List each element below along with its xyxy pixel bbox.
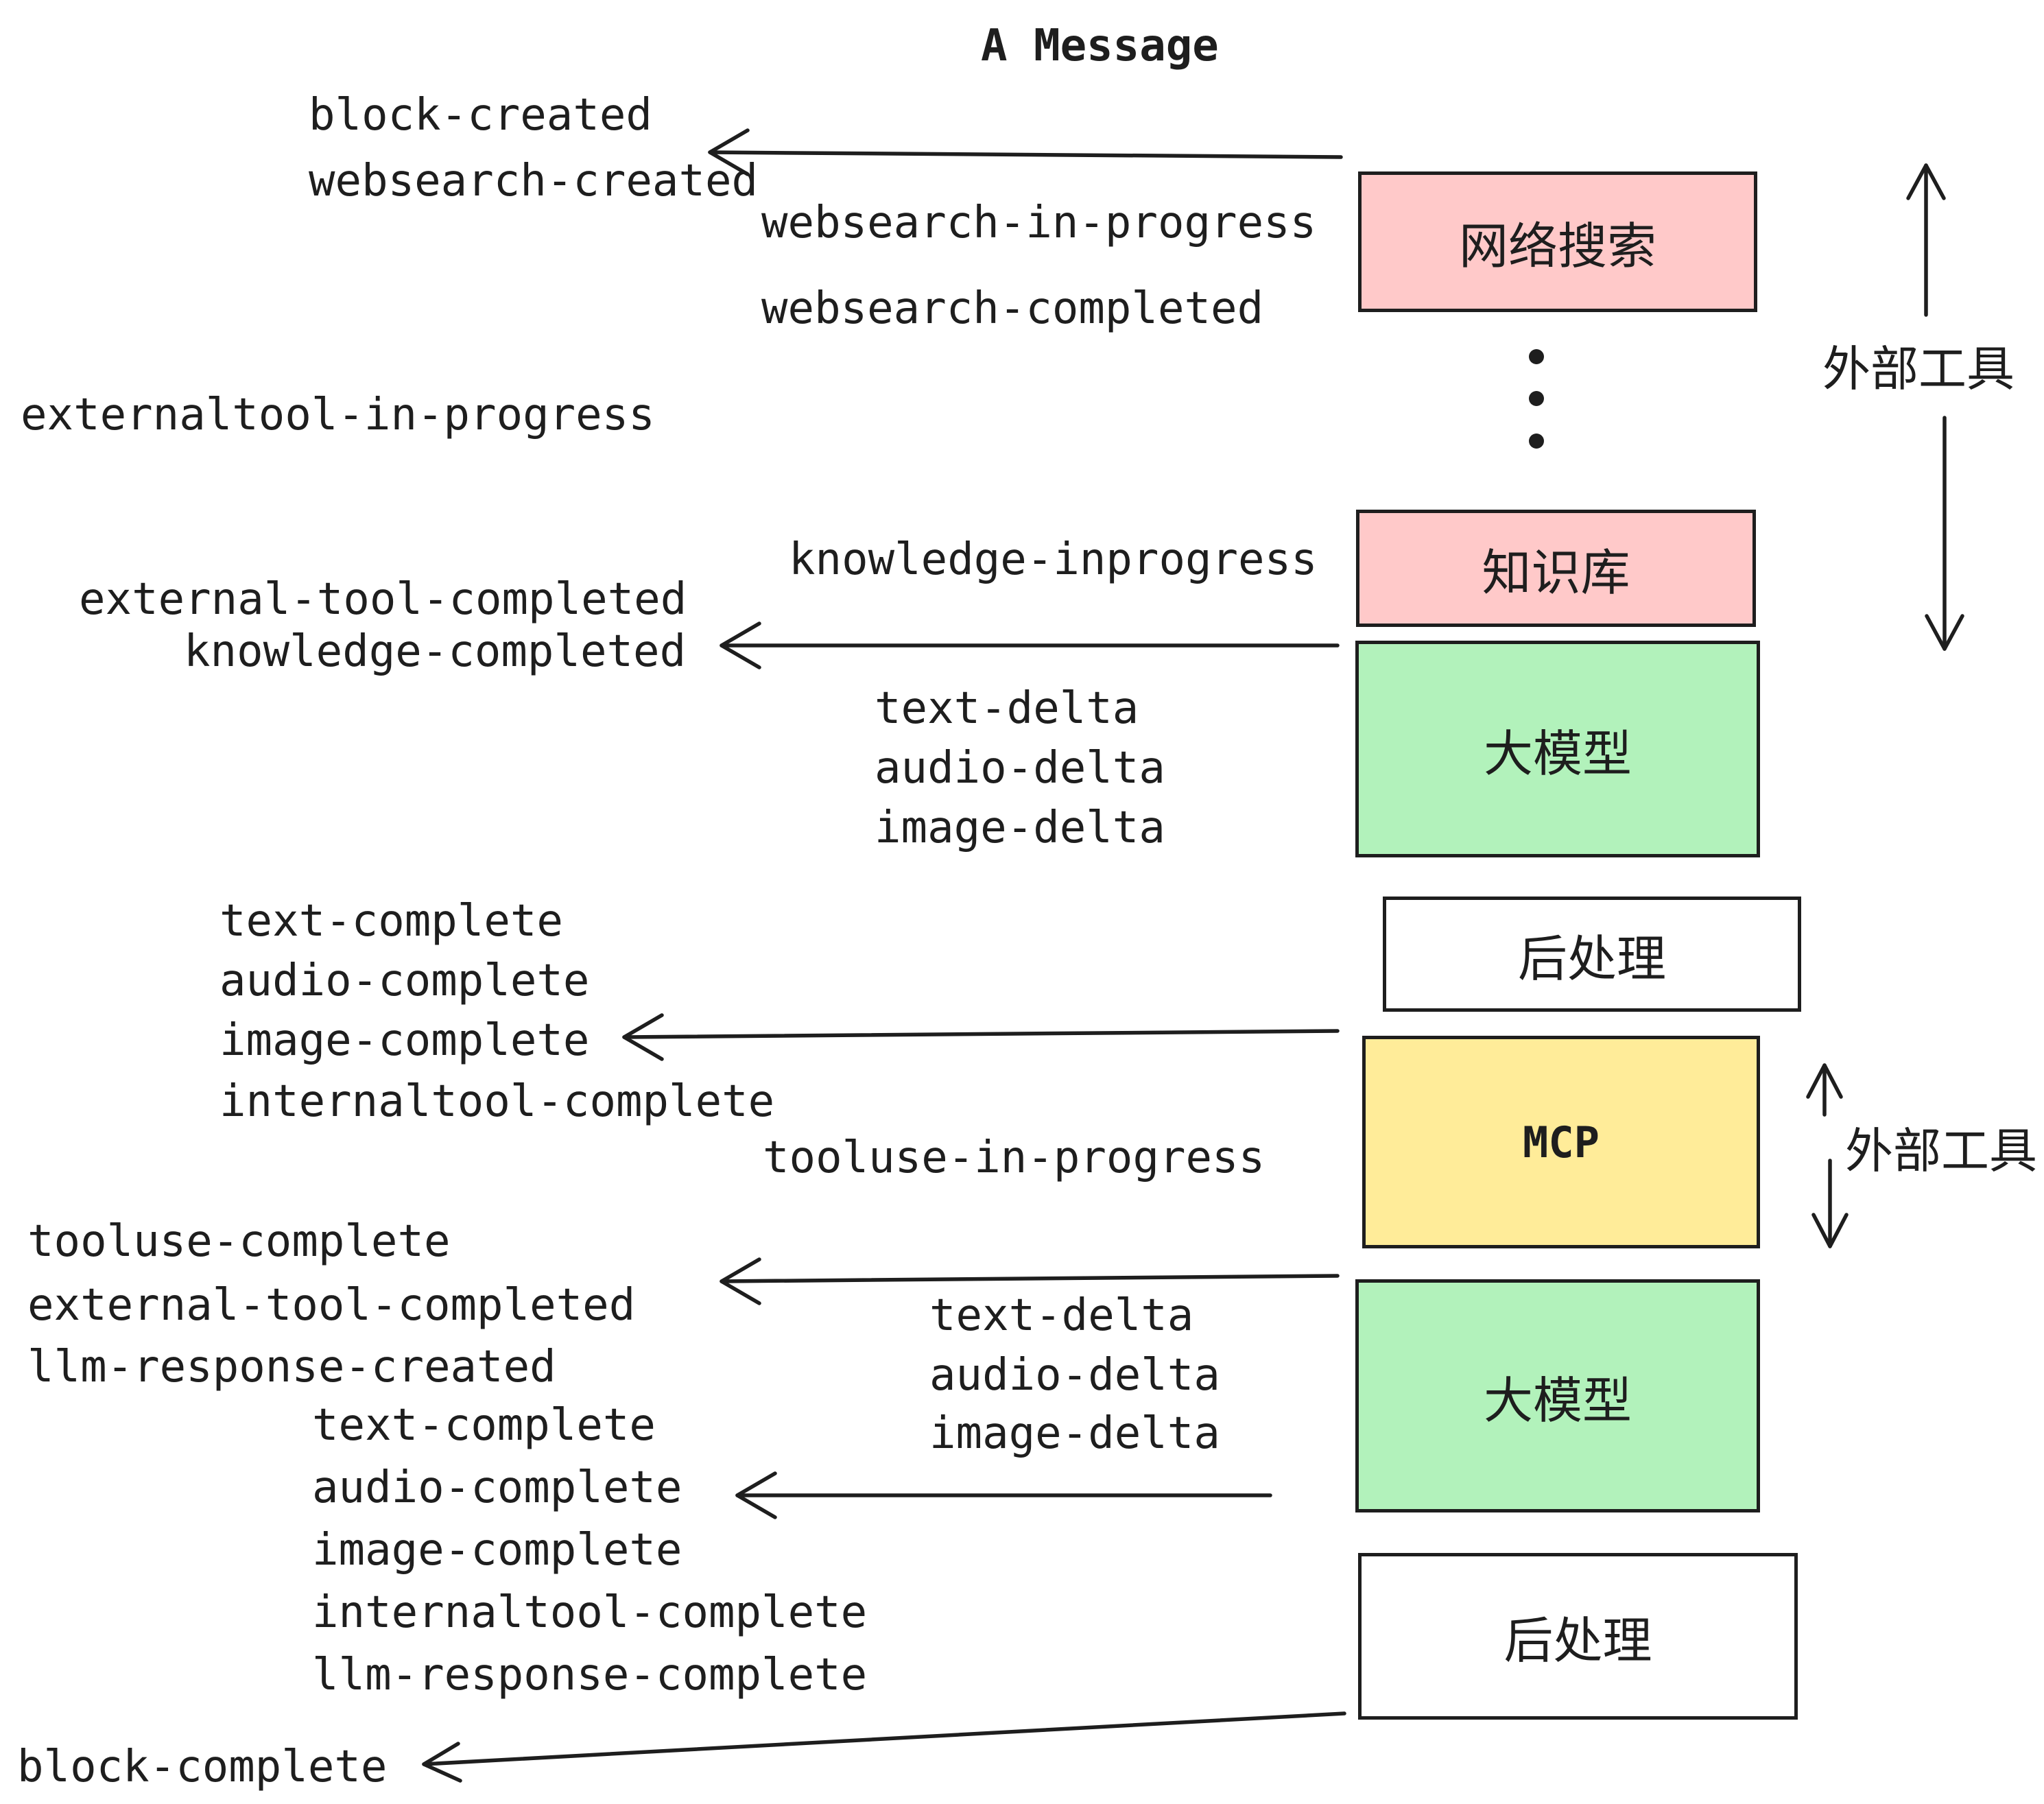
arrow-audio-complete — [735, 1471, 1272, 1519]
event-label-text-delta: text-delta — [875, 683, 1139, 734]
arrow-external-tools-down — [1925, 416, 1964, 651]
diagram-title: A Message — [981, 21, 1219, 71]
event-label-audio-complete: audio-complete — [219, 956, 590, 1006]
box-post-process-2-label: 后处理 — [1504, 1614, 1652, 1669]
event-label-llm-response-complete: llm-response-complete — [312, 1650, 868, 1700]
event-label-image-delta: image-delta — [875, 803, 1165, 853]
box-llm-1-label: 大模型 — [1483, 726, 1632, 782]
event-label-block-complete: block-complete — [17, 1742, 388, 1792]
event-label-image-complete-2: image-complete — [312, 1525, 682, 1576]
event-label-knowledge-completed: knowledge-completed — [184, 626, 687, 677]
event-label-externaltool-in-progress: externaltool-in-progress — [21, 390, 655, 440]
box-post-process-2: 后处理 — [1358, 1553, 1798, 1720]
event-label-image-complete: image-complete — [219, 1015, 590, 1066]
event-label-tooluse-in-progress: tooluse-in-progress — [763, 1132, 1265, 1183]
arrow-mcp-external-down — [1811, 1159, 1849, 1248]
event-label-websearch-completed: websearch-completed — [761, 283, 1264, 334]
event-label-audio-complete-2: audio-complete — [312, 1462, 682, 1513]
external-tools-label-mcp: 外部工具 — [1845, 1124, 2037, 1178]
event-label-text-complete: text-complete — [219, 896, 563, 947]
event-label-text-delta-2: text-delta — [929, 1290, 1194, 1341]
event-label-external-tool-completed: external-tool-completed — [79, 574, 687, 625]
vertical-ellipsis-icon — [1529, 349, 1544, 449]
arrow-knowledge-completed — [720, 621, 1340, 669]
box-llm-2-label: 大模型 — [1483, 1373, 1632, 1429]
box-websearch-label: 网络搜索 — [1458, 219, 1656, 274]
event-label-text-complete-2: text-complete — [312, 1400, 656, 1451]
event-label-websearch-created: websearch-created — [309, 156, 759, 206]
event-label-websearch-in-progress: websearch-in-progress — [761, 198, 1317, 248]
box-post-process-1-label: 后处理 — [1517, 931, 1666, 987]
event-label-tooluse-complete: tooluse-complete — [27, 1216, 451, 1267]
event-label-llm-response-created: llm-response-created — [27, 1342, 556, 1392]
box-mcp: MCP — [1362, 1036, 1760, 1248]
event-label-audio-delta-2: audio-delta — [929, 1350, 1220, 1401]
event-label-block-created: block-created — [309, 90, 652, 141]
event-label-image-delta-2: image-delta — [929, 1408, 1220, 1459]
event-label-internaltool-complete-2: internaltool-complete — [312, 1587, 868, 1638]
event-label-knowledge-inprogress: knowledge-inprogress — [789, 534, 1318, 585]
box-mcp-label: MCP — [1523, 1117, 1600, 1167]
box-llm-2: 大模型 — [1355, 1279, 1760, 1512]
event-label-audio-delta: audio-delta — [875, 743, 1165, 794]
arrow-block-complete — [422, 1711, 1346, 1783]
event-label-internaltool-complete: internaltool-complete — [219, 1076, 775, 1127]
arrow-external-tools-up — [1906, 163, 1946, 317]
arrow-websearch-created — [708, 128, 1343, 176]
box-websearch: 网络搜索 — [1358, 171, 1757, 312]
box-knowledge-base: 知识库 — [1356, 510, 1756, 627]
external-tools-label-top: 外部工具 — [1822, 342, 2015, 396]
arrow-image-complete — [622, 1013, 1340, 1061]
arrow-mcp-external-up — [1806, 1063, 1843, 1117]
box-llm-1: 大模型 — [1355, 641, 1760, 857]
box-knowledge-base-label: 知识库 — [1482, 546, 1630, 601]
event-label-external-tool-completed-2: external-tool-completed — [27, 1280, 636, 1331]
box-post-process-1: 后处理 — [1383, 897, 1801, 1012]
